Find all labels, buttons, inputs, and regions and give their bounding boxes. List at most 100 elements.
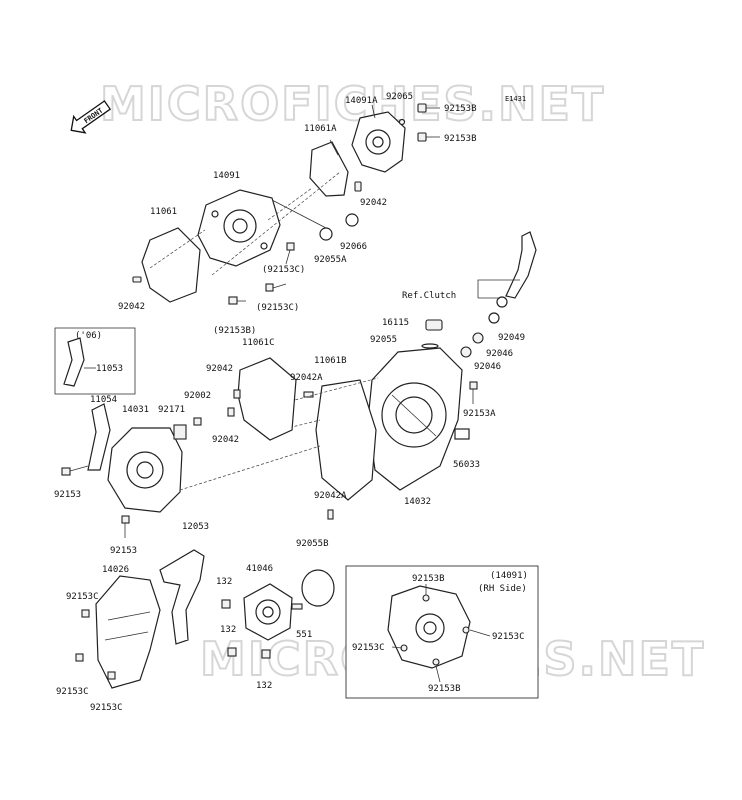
leader-rh-3: [391, 646, 403, 649]
part-92153c-bolt-b: [265, 283, 287, 292]
part-92042a-dowel-b: [327, 509, 334, 520]
label-92042-b: 92042: [118, 302, 145, 312]
ref-clutch-leader: [477, 279, 520, 298]
part-92046-bearing-b: [460, 346, 472, 358]
assembly-line-1: [211, 171, 341, 276]
part-92153c-bolt-c: [81, 609, 90, 618]
part-92153-bolt-b: [121, 515, 130, 538]
assembly-line-6: [179, 445, 321, 491]
part-12053-guide: [159, 549, 205, 645]
label-11061: 11061: [150, 207, 177, 217]
watermark-top: MICROFICHES.NET: [100, 77, 605, 131]
label-14032: 14032: [404, 497, 431, 507]
part-92002-bolt: [193, 417, 202, 426]
part-92042-dowel-d: [227, 407, 235, 417]
label-92153c-c: 92153C: [90, 703, 123, 713]
part-11053-bracket: [63, 337, 85, 387]
label-92153b-rh1: 92153B: [412, 574, 445, 584]
part-41046-pump: [243, 583, 293, 641]
label-ref-clutch: Ref.Clutch: [402, 291, 456, 301]
label-132-a: 132: [216, 577, 232, 587]
part-14091-cover: [197, 189, 281, 267]
label-12053: 12053: [182, 522, 209, 532]
part-14032-clutch-cover: [367, 347, 463, 491]
part-92153c-bolt-a: [285, 242, 295, 265]
label-132-b: 132: [220, 625, 236, 635]
part-11061-gasket: [141, 227, 201, 303]
part-56033-label: [454, 428, 470, 440]
label-11053: 11053: [96, 364, 123, 374]
label-551: 551: [296, 630, 312, 640]
part-11054-bracket: [87, 403, 111, 471]
part-92042a-dowel-a: [303, 391, 314, 398]
part-92171-clamp: [173, 424, 187, 440]
leader-line-2: [329, 139, 339, 156]
label-92153-a: 92153: [54, 490, 81, 500]
part-92042-dowel-c: [233, 389, 241, 399]
label-92171: 92171: [158, 405, 185, 415]
part-132-bolt-b: [227, 647, 237, 657]
leader-line-1: [271, 199, 327, 229]
label-56033: 56033: [453, 460, 480, 470]
label-92055a: 92055A: [314, 255, 347, 265]
leader-rh-2: [469, 629, 491, 637]
part-14091-rh-cover: [387, 585, 471, 669]
label-14026: 14026: [102, 565, 129, 575]
label-14091: 14091: [213, 171, 240, 181]
label-11061c: 11061C: [242, 338, 275, 348]
label-92042-d: 92042: [212, 435, 239, 445]
part-92055a-oring: [319, 227, 333, 241]
label-41046: 41046: [246, 564, 273, 574]
part-92042-dowel-b: [354, 181, 362, 192]
label-92042a-a: 92042A: [290, 373, 323, 383]
part-14026-cover: [95, 575, 161, 689]
leader-line-3: [371, 104, 376, 119]
part-92153b-bolt-top2: [417, 132, 440, 142]
part-16115-plug: [425, 319, 443, 331]
label-92002: 92002: [184, 391, 211, 401]
part-92049-oring: [488, 312, 500, 324]
label-92042-c: 92042: [206, 364, 233, 374]
label-92055b: 92055B: [296, 539, 329, 549]
label-92153b-p: (92153B): [213, 326, 256, 336]
part-14091a-cover: [351, 111, 406, 173]
label-11061a: 11061A: [304, 124, 337, 134]
part-132-bolt-a: [221, 599, 231, 609]
part-92153-bolt-a: [61, 465, 89, 476]
part-132-bolt-c: [261, 649, 271, 659]
part-551-pin: [291, 603, 303, 610]
part-92153c-bolt-e: [107, 671, 116, 680]
label-92153a: 92153A: [463, 409, 496, 419]
part-92153b-bolt-mid: [228, 296, 246, 305]
assembly-line-2: [267, 187, 313, 221]
label-11054: 11054: [90, 395, 117, 405]
part-11061a-gasket: [309, 141, 349, 197]
label-92042-a: 92042: [360, 198, 387, 208]
label-92046-a: 92046: [486, 349, 513, 359]
leader-rh-4: [435, 665, 441, 683]
label-92153b-rh2: 92153B: [428, 684, 461, 694]
label-06: ('06): [75, 331, 102, 341]
label-92153c-a: 92153C: [66, 592, 99, 602]
part-11061c-gasket: [237, 357, 297, 441]
label-14091a: 14091A: [345, 96, 378, 106]
part-92065-washer: [398, 118, 406, 126]
label-92042a-b: 92042A: [314, 491, 347, 501]
label-92066: 92066: [340, 242, 367, 252]
part-92055b-oring: [301, 569, 335, 607]
part-11061b-gasket: [315, 379, 377, 501]
part-92055-oring: [421, 343, 439, 349]
part-clutch-lever: [496, 231, 537, 308]
label-92055: 92055: [370, 335, 397, 345]
label-11061b: 11061B: [314, 356, 347, 366]
label-92153c-rh2: 92153C: [352, 643, 385, 653]
label-92153c-rh1: 92153C: [492, 632, 525, 642]
diagram-code: E1431: [505, 95, 526, 103]
label-92153c-p1: (92153C): [262, 265, 305, 275]
label-16115: 16115: [382, 318, 409, 328]
label-92153b-top2: 92153B: [444, 134, 477, 144]
part-92042-dowel-a: [132, 276, 142, 283]
label-rh-title-1: (14091): [490, 571, 528, 581]
